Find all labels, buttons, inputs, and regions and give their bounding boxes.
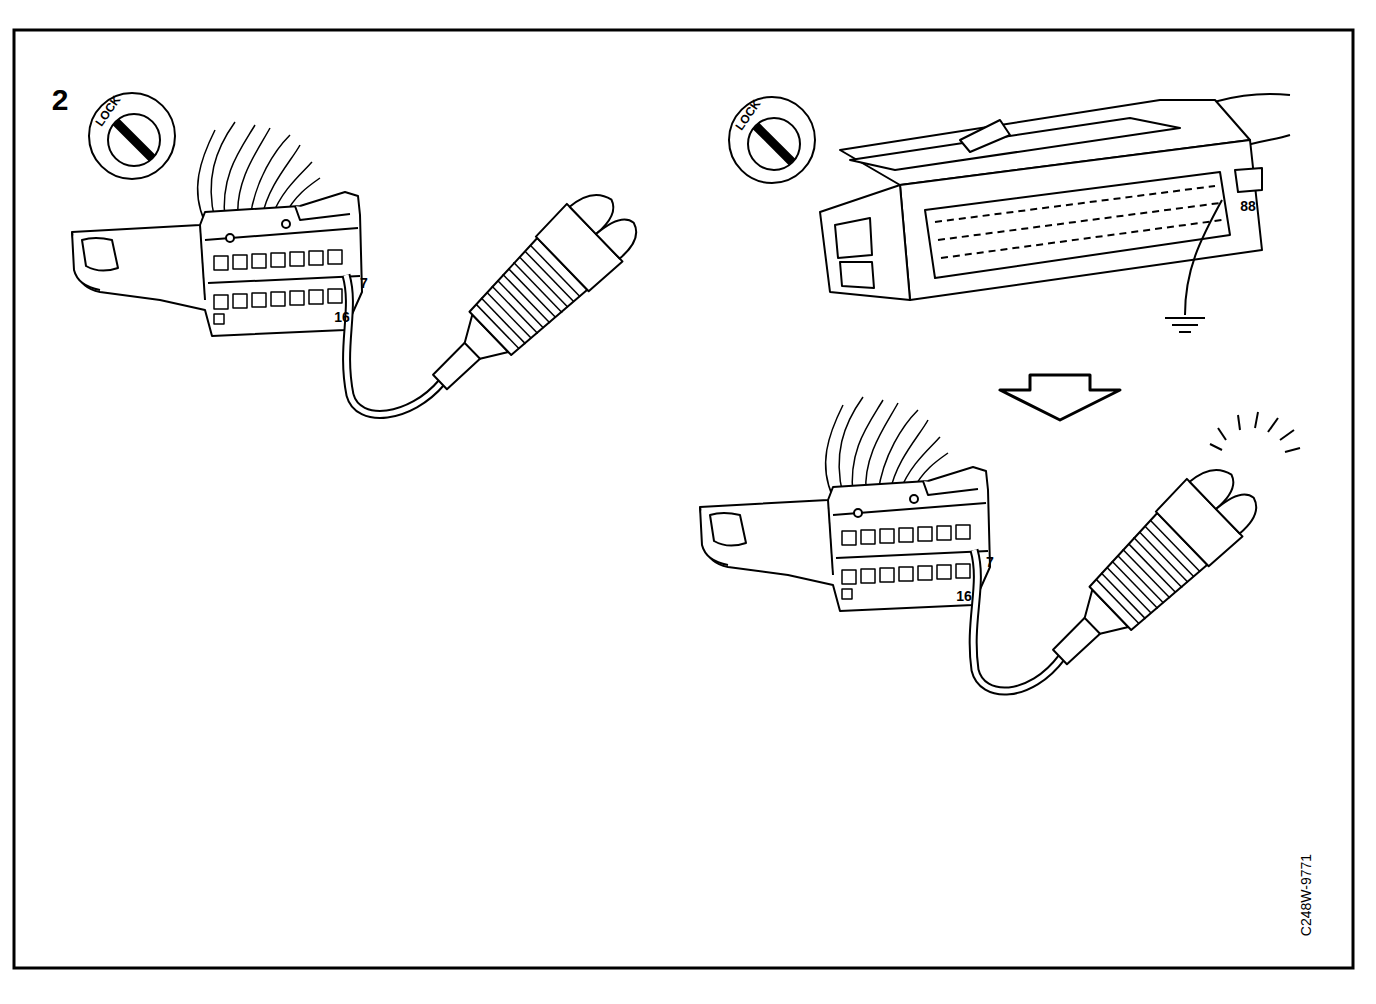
figure-number: 2	[52, 85, 69, 115]
pin-number: 16	[956, 589, 972, 603]
drawing-number: C248W-9771	[1299, 854, 1313, 936]
pin-number: 16	[334, 310, 350, 324]
pin-number: 88	[1240, 199, 1256, 213]
frame	[14, 30, 1353, 968]
pin-number: 7	[986, 555, 994, 569]
pin-number: 7	[360, 276, 368, 290]
